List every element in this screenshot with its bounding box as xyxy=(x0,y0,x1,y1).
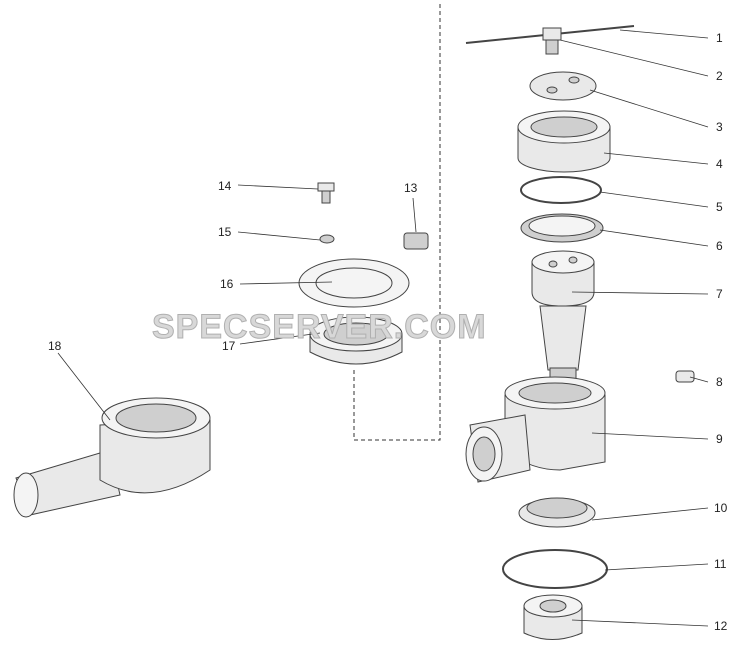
callout-9: 9 xyxy=(716,432,723,446)
callout-16: 16 xyxy=(220,277,234,291)
callout-15: 15 xyxy=(218,225,232,239)
part-9-tie-rod-end xyxy=(465,376,606,483)
part-14-screw xyxy=(317,182,335,204)
part-13-fitting xyxy=(403,232,429,250)
part-18-tie-rod-end-threaded xyxy=(13,397,211,518)
part-12-castle-nut xyxy=(523,594,583,640)
callout-2: 2 xyxy=(716,69,723,83)
callout-5: 5 xyxy=(716,200,723,214)
part-16-gasket-plate xyxy=(298,258,410,308)
callout-4: 4 xyxy=(716,157,723,171)
part-8-grease-fitting xyxy=(675,370,695,383)
callout-14: 14 xyxy=(218,179,232,193)
callout-7: 7 xyxy=(716,287,723,301)
callout-11: 11 xyxy=(714,557,727,571)
callout-18: 18 xyxy=(48,339,62,353)
callout-3: 3 xyxy=(716,120,723,134)
callout-6: 6 xyxy=(716,239,723,253)
callout-10: 10 xyxy=(714,501,728,515)
part-17-threaded-cap xyxy=(309,316,403,365)
part-15-washer xyxy=(319,234,335,244)
callout-12: 12 xyxy=(714,619,728,633)
part-6-seal-ring xyxy=(520,213,604,243)
part-2-bolt xyxy=(542,27,562,55)
part-10-lower-seat xyxy=(518,497,596,528)
callout-13: 13 xyxy=(404,181,418,195)
leader-lines xyxy=(57,29,709,627)
watermark-text: SPECSERVER.COM xyxy=(152,308,487,346)
callout-8: 8 xyxy=(716,375,723,389)
part-3-cover-plate xyxy=(529,71,597,101)
assembly-dashed-line xyxy=(353,4,441,441)
callout-1: 1 xyxy=(716,31,723,45)
part-5-o-ring xyxy=(520,176,602,204)
part-11-snap-ring xyxy=(502,549,608,589)
part-4-housing-ring xyxy=(517,110,611,173)
callout-17: 17 xyxy=(222,339,236,353)
